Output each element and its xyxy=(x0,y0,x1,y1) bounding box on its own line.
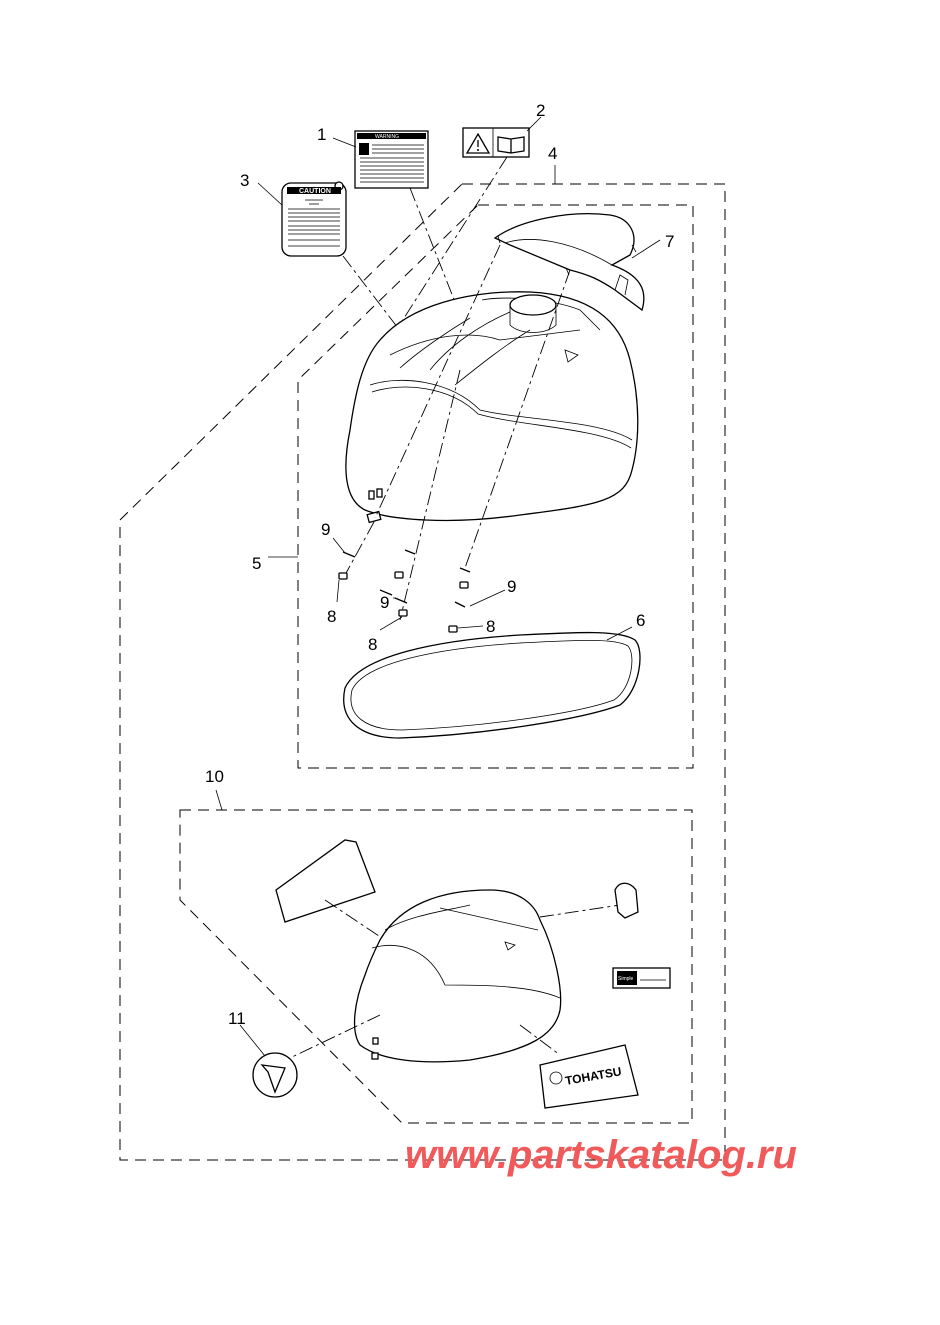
callout-9b: 9 xyxy=(380,593,389,612)
assembly-5-boundary xyxy=(297,204,694,769)
callout-8a: 8 xyxy=(327,607,336,626)
caution-decal: CAUTION xyxy=(281,181,347,257)
simple-badge: Simple xyxy=(612,967,671,989)
top-cowl xyxy=(345,291,639,524)
callout-8b: 8 xyxy=(368,635,377,654)
warning-decal: WARNING xyxy=(354,130,429,189)
cowl-outline-small xyxy=(353,889,562,1063)
fasteners xyxy=(338,549,471,633)
callout-1: 1 xyxy=(317,125,326,144)
assembly-4-boundary xyxy=(119,183,726,1161)
pictogram-decal xyxy=(462,127,530,158)
callout-8c: 8 xyxy=(486,617,495,636)
callout-9c: 9 xyxy=(507,577,516,596)
side-decal-left xyxy=(275,839,376,923)
caution-decal-title: CAUTION xyxy=(299,188,331,195)
book-icon xyxy=(497,136,525,154)
callout-5: 5 xyxy=(252,554,261,573)
callout-10: 10 xyxy=(205,767,224,786)
callout-9a: 9 xyxy=(321,520,330,539)
brand-decal: TOHATSU xyxy=(539,1044,639,1109)
callout-6: 6 xyxy=(636,611,645,630)
rear-cover xyxy=(493,213,645,312)
watermark-link[interactable]: www.partskatalog.ru xyxy=(405,1133,797,1177)
callout-7: 7 xyxy=(665,232,674,251)
simple-badge-text: Simple xyxy=(618,976,634,982)
tohatsu-emblem xyxy=(252,1052,298,1098)
callout-11: 11 xyxy=(228,1009,246,1028)
assembly-10-boundary xyxy=(179,809,693,1124)
callout-3: 3 xyxy=(240,171,249,190)
callout-2: 2 xyxy=(536,101,545,120)
rear-decal xyxy=(614,882,639,919)
callout-4: 4 xyxy=(548,144,557,163)
warning-decal-title: WARNING xyxy=(375,134,399,140)
cowl-seal xyxy=(343,631,641,739)
